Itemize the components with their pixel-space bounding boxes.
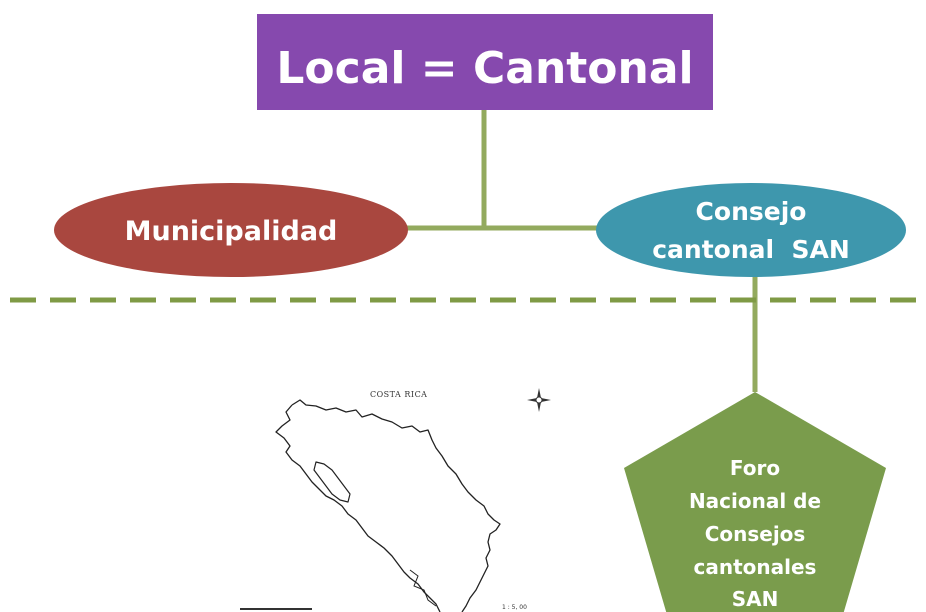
title-box: Local = Cantonal bbox=[257, 14, 713, 110]
title-text: Local = Cantonal bbox=[276, 43, 693, 94]
municipalidad-label: Municipalidad bbox=[125, 216, 338, 247]
consejo-node: Consejo cantonal SAN bbox=[596, 183, 906, 277]
costa-rica-map: COSTA RICA 1 : 5, 00 bbox=[240, 388, 551, 612]
consejo-label-line1: Consejo bbox=[696, 197, 807, 226]
map-coast-detail bbox=[409, 569, 437, 607]
map-title: COSTA RICA bbox=[370, 390, 427, 399]
map-peninsula bbox=[313, 461, 351, 503]
municipalidad-node: Municipalidad bbox=[54, 183, 408, 277]
foro-node: Foro Nacional de Consejos cantonales SAN bbox=[624, 392, 886, 612]
foro-label-line3: Consejos bbox=[705, 522, 806, 546]
foro-label-line1: Foro bbox=[730, 456, 780, 480]
foro-label-line2: Nacional de bbox=[689, 489, 821, 513]
map-scale-label: 1 : 5, 00 bbox=[502, 604, 527, 611]
map-outline-west bbox=[275, 404, 441, 612]
foro-label-line4: cantonales bbox=[694, 555, 817, 579]
compass-rose-icon bbox=[527, 388, 551, 412]
consejo-label-line2: cantonal SAN bbox=[652, 235, 850, 264]
map-outline bbox=[291, 399, 501, 612]
foro-label-line5: SAN bbox=[732, 587, 779, 611]
